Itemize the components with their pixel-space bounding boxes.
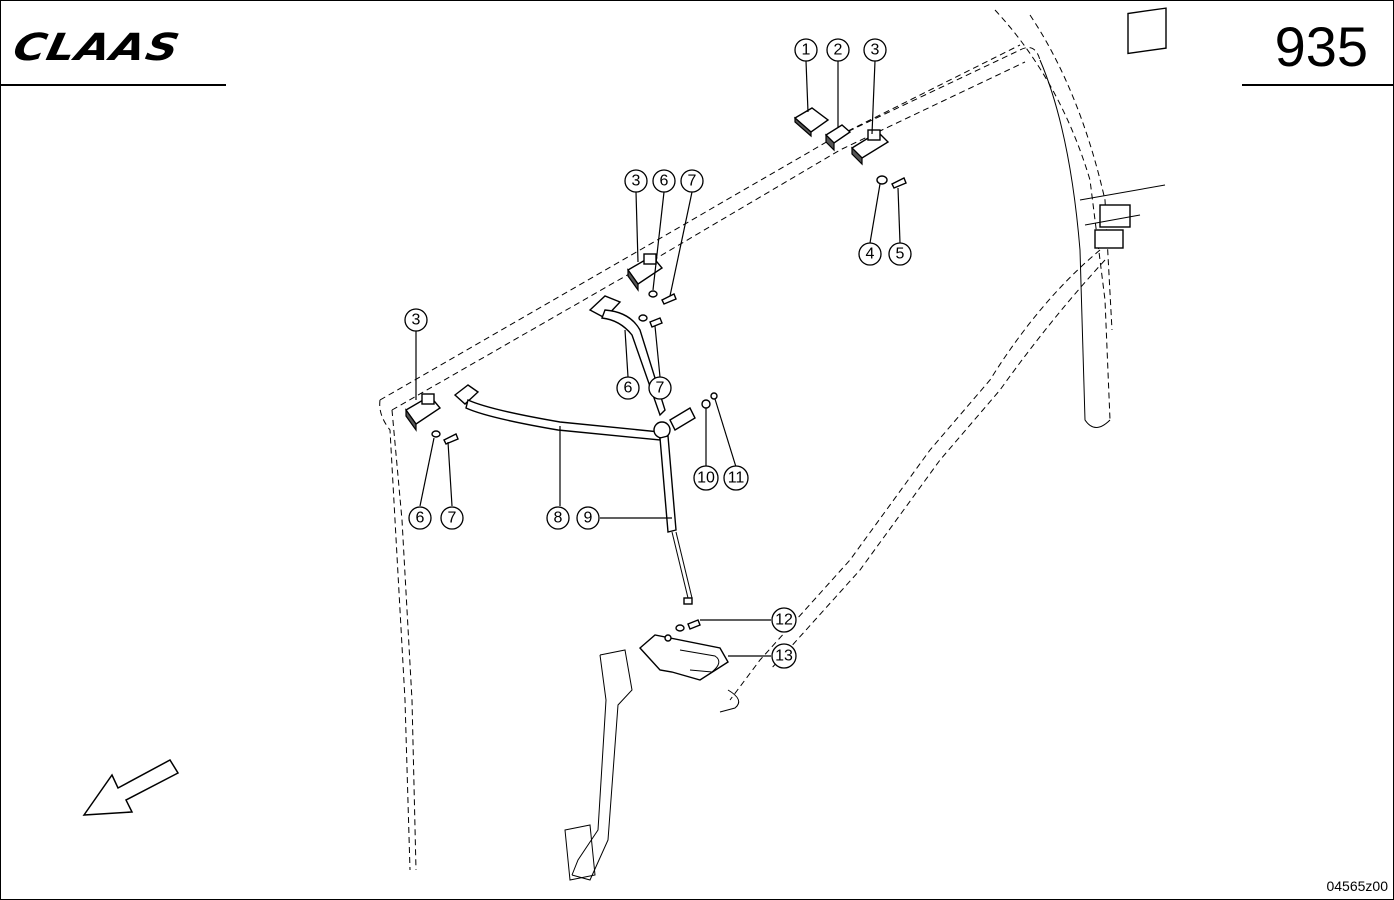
svg-text:3: 3 [871, 42, 880, 59]
svg-text:6: 6 [660, 173, 669, 190]
page-number: 935 [1274, 15, 1368, 78]
callout-12: 12 [771, 607, 797, 633]
svg-text:11: 11 [728, 470, 745, 487]
callout-9: 9 [576, 506, 600, 530]
latch-part-3-middle [626, 253, 677, 305]
lower-pillar [564, 649, 633, 881]
callout-8: 8 [546, 506, 570, 530]
svg-text:2: 2 [834, 42, 843, 59]
svg-text:3: 3 [412, 312, 421, 329]
svg-text:10: 10 [697, 470, 715, 487]
mounting-arm-upper [588, 295, 666, 417]
latch-part-3-left [404, 393, 459, 445]
drawing-code: 04565z00 [1326, 878, 1388, 894]
svg-text:9: 9 [584, 510, 593, 527]
plate-part-1 [793, 107, 830, 138]
clip-part-2 [824, 124, 852, 152]
callout-3-middle: 3 [624, 169, 648, 193]
svg-text:6: 6 [416, 510, 425, 527]
svg-text:3: 3 [632, 173, 641, 190]
arrow-down-left-icon [82, 759, 180, 816]
svg-text:7: 7 [656, 380, 665, 397]
callout-7-lower: 7 [440, 506, 464, 530]
callout-13: 13 [771, 643, 797, 669]
svg-text:12: 12 [775, 612, 793, 629]
callout-6-lower: 6 [408, 506, 432, 530]
callout-3-left: 3 [404, 308, 428, 332]
callout-3-top: 3 [863, 38, 887, 62]
cab-outline [379, 9, 1113, 871]
svg-text:6: 6 [624, 380, 633, 397]
callout-10: 10 [693, 465, 719, 491]
callout-11: 11 [723, 465, 749, 491]
svg-text:8: 8 [554, 510, 563, 527]
callout-2: 2 [826, 38, 850, 62]
callout-7-middle: 7 [648, 376, 672, 400]
svg-text:1: 1 [802, 42, 811, 59]
leader-lines [415, 60, 901, 657]
svg-text:5: 5 [896, 246, 905, 263]
gas-strut-part-9 [659, 392, 718, 605]
svg-text:7: 7 [448, 510, 457, 527]
lower-bracket-part-13 [638, 619, 740, 713]
callout-6-middle: 6 [616, 376, 640, 400]
svg-text:7: 7 [688, 173, 697, 190]
callout-5: 5 [888, 242, 912, 266]
callout-7-upper: 7 [680, 169, 704, 193]
latch-part-3-top [850, 129, 890, 166]
hinge-bracket-right [1079, 7, 1167, 249]
callout-4: 4 [858, 242, 882, 266]
washer-bolt-4-5 [876, 175, 907, 189]
svg-text:4: 4 [866, 246, 875, 263]
callout-6-upper: 6 [652, 169, 676, 193]
callout-1: 1 [794, 38, 818, 62]
svg-text:13: 13 [775, 648, 793, 665]
